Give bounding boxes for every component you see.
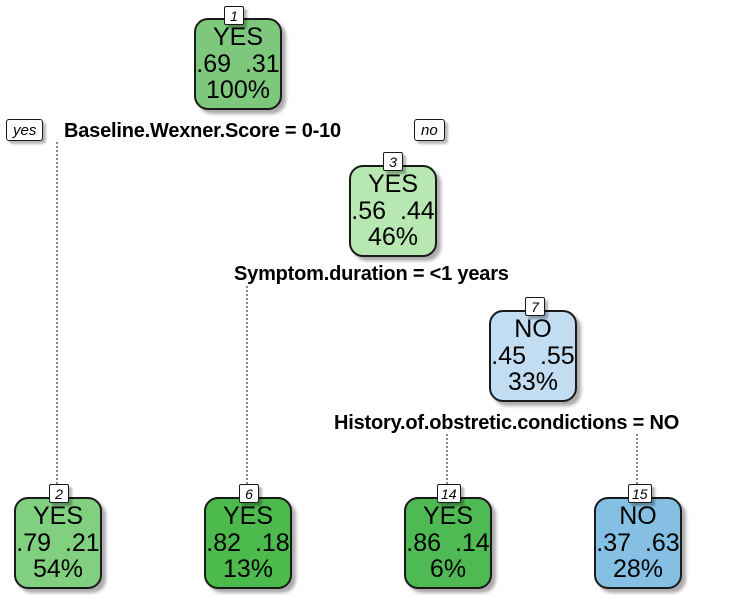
connector-node1-to-node2 (56, 142, 58, 484)
branch-tag-yes: yes (6, 119, 44, 141)
node-class-label: NO (514, 315, 552, 344)
tree-node-15[interactable]: NO .37 .63 28% (594, 497, 682, 589)
node-class-label: YES (32, 502, 84, 531)
node-class-label: YES (367, 170, 419, 199)
node-percentage: 33% (507, 368, 559, 397)
node-probabilities: .79 .21 (16, 528, 100, 557)
tree-node-6[interactable]: YES .82 .18 13% (204, 497, 292, 589)
node-id-badge-1: 1 (224, 6, 244, 25)
node-class-label: YES (212, 23, 264, 52)
connector-node7-to-node14 (446, 434, 448, 484)
node-percentage: 46% (367, 223, 419, 252)
node-percentage: 100% (206, 76, 270, 105)
connector-node3-to-node6 (246, 286, 248, 484)
split-label-baseline-wexner-score: Baseline.Wexner.Score = 0-10 (64, 120, 341, 142)
node-probabilities: .45 .55 (491, 341, 575, 370)
node-class-label: YES (222, 502, 274, 531)
node-id-badge-14: 14 (437, 484, 461, 503)
node-probabilities: .56 .44 (351, 196, 435, 225)
node-id-badge-3: 3 (383, 152, 403, 171)
node-probabilities: .69 .31 (196, 49, 280, 78)
tree-node-1[interactable]: YES .69 .31 100% (194, 18, 282, 110)
node-id-badge-6: 6 (239, 484, 259, 503)
node-percentage: 54% (32, 555, 84, 584)
node-id-badge-7: 7 (525, 297, 545, 316)
node-probabilities: .82 .18 (206, 528, 290, 557)
node-percentage: 13% (222, 555, 274, 584)
node-probabilities: .37 .63 (596, 528, 680, 557)
node-percentage: 28% (612, 555, 664, 584)
tree-node-14[interactable]: YES .86 .14 6% (404, 497, 492, 589)
node-class-label: NO (619, 502, 657, 531)
connector-split3-to-node15 (636, 434, 638, 484)
tree-node-2[interactable]: YES .79 .21 54% (14, 497, 102, 589)
node-id-badge-15: 15 (628, 484, 652, 503)
branch-tag-no: no (414, 119, 445, 141)
split-label-symptom-duration: Symptom.duration = <1 years (234, 263, 509, 285)
node-percentage: 6% (429, 555, 467, 584)
tree-node-3[interactable]: YES .56 .44 46% (349, 165, 437, 257)
node-probabilities: .86 .14 (406, 528, 490, 557)
split-label-history-obstretic-condictions: History.of.obstretic.condictions = NO (334, 412, 680, 434)
node-class-label: YES (422, 502, 474, 531)
tree-node-7[interactable]: NO .45 .55 33% (489, 310, 577, 402)
node-id-badge-2: 2 (49, 484, 69, 503)
